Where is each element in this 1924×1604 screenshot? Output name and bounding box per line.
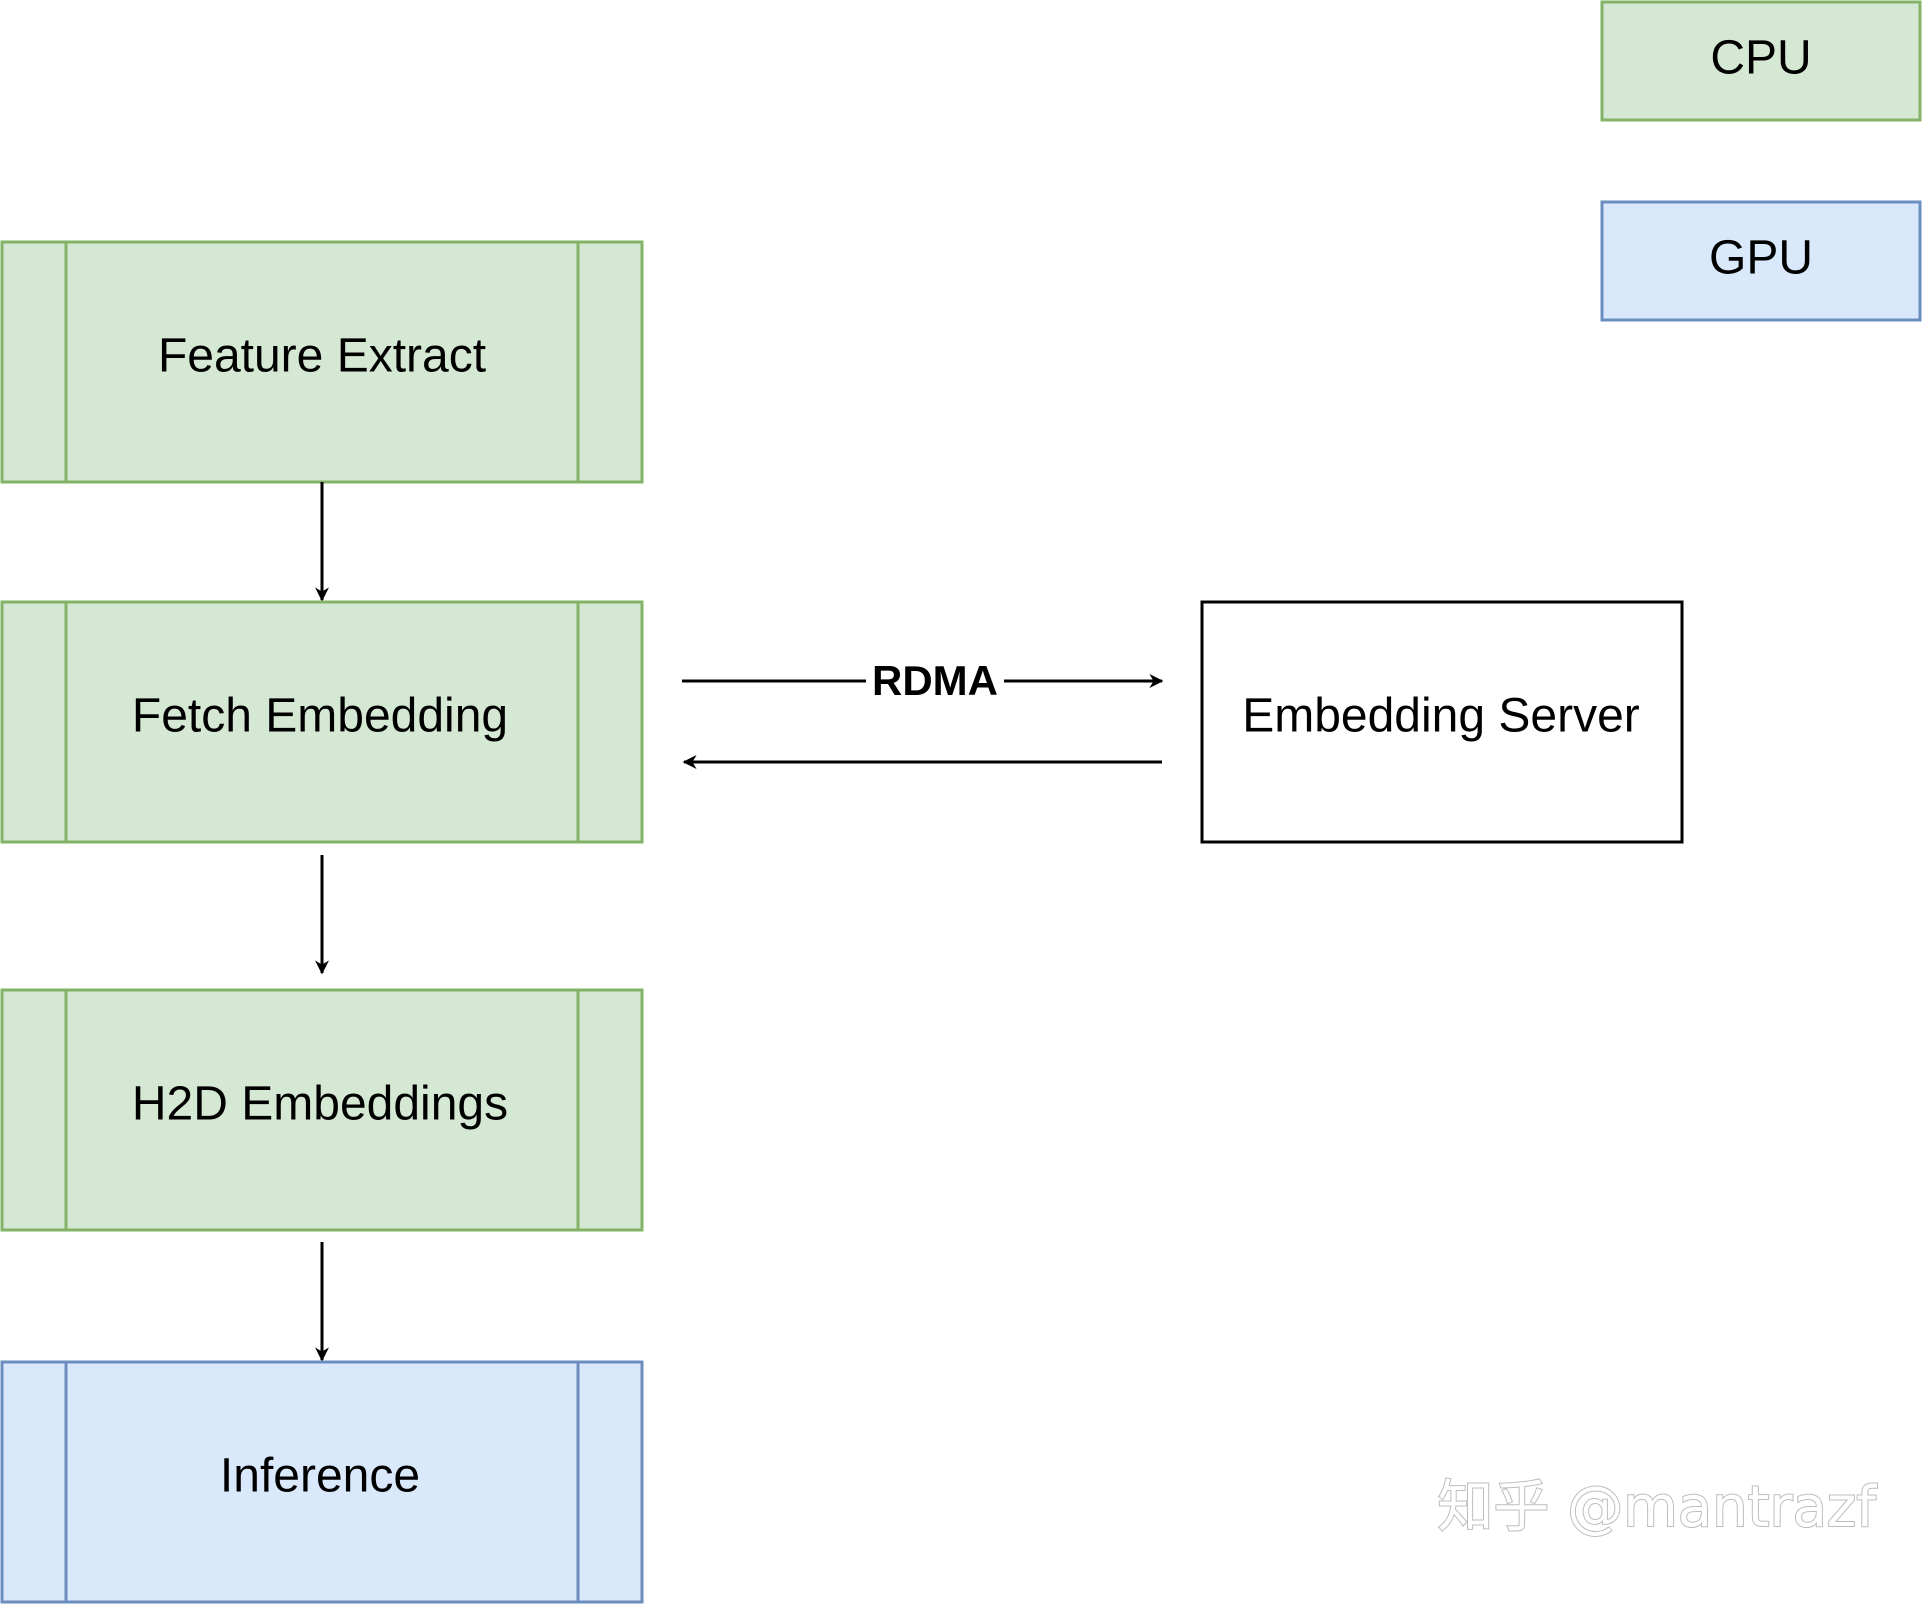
legend-label-cpu: CPU [1710,32,1811,85]
node-feature-extract: Feature Extract [0,240,644,484]
node-h2d-embeddings-label: H2D Embeddings [132,1078,508,1131]
legend-label-gpu: GPU [1709,232,1813,285]
edge-fetch-embedding-to-embedding-server: RDMA [682,657,1164,704]
node-inference: Inference [0,1360,644,1604]
node-fetch-embedding-label: Fetch Embedding [132,690,508,743]
node-h2d-embeddings-box [0,988,644,1232]
node-feature-extract-label: Feature Extract [158,330,486,383]
node-feature-extract-box [0,240,644,484]
node-embedding-server-label: Embedding Server [1242,690,1640,743]
legend-item-cpu: CPU [1600,0,1922,122]
node-embedding-server: Embedding Server [1200,600,1684,844]
edge-label-rdma: RDMA [872,657,998,704]
node-fetch-embedding-box [0,600,644,844]
watermark-text: 知乎 @mantrazf [1437,1475,1877,1540]
node-fetch-embedding: Fetch Embedding [0,600,644,844]
legend-swatch-cpu [1600,0,1922,122]
node-embedding-server-box [1200,600,1684,844]
legend-item-gpu: GPU [1600,200,1922,322]
node-h2d-embeddings: H2D Embeddings [0,988,644,1232]
node-inference-label: Inference [220,1450,420,1503]
legend-swatch-gpu [1600,200,1922,322]
node-inference-box [0,1360,644,1604]
